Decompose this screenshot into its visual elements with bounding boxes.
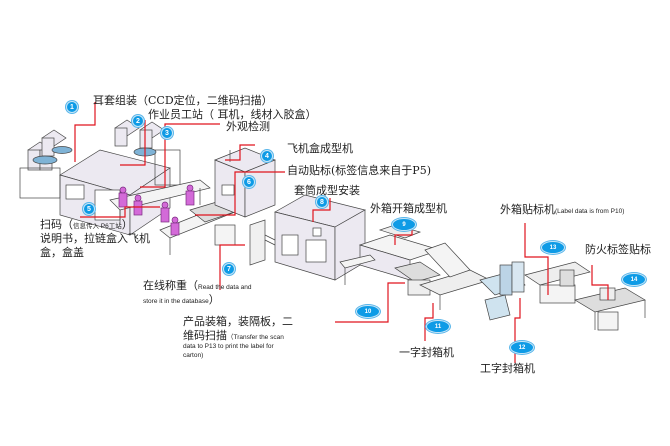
station-14-label: 防火标签贴标 [585,243,651,256]
callout-9 [394,227,413,245]
station-13-label: 外箱贴标机(Label data is from P10) [500,203,625,216]
badge-3: 3 [161,127,173,139]
callout-3 [140,123,220,188]
badge-11: 11 [426,320,450,333]
badge-4: 4 [261,150,273,162]
station-7-label: 在线称重（Read the data and [143,279,252,292]
station-8-label: 套筒成型安装 [294,184,360,197]
badge-12: 12 [510,341,534,354]
station-7-label-line2: store it in the database） [143,293,220,306]
badge-2: 2 [132,115,144,127]
operators [118,184,195,236]
station-12-label: 工字封箱机 [480,362,535,375]
badge-5: 5 [83,203,95,215]
station-4-label: 飞机盒成型机 [287,142,353,155]
station-5-label-line2: 说明书，拉链盒入飞机 [40,232,150,245]
badge-1: 1 [66,101,78,113]
callout-6 [195,171,285,216]
machine-sealer-h [479,261,526,321]
badge-6: 6 [243,176,255,188]
callout-8 [312,198,331,222]
station-10-label-line4: carton) [183,352,204,359]
station-5-label: 扫码（信息传入 P6工站） [40,218,133,231]
badge-14: 14 [622,273,646,286]
badge-9: 9 [392,218,416,231]
callout-5 [80,206,160,218]
callout-lines [74,102,609,363]
station-3-label: 外观检测 [226,120,270,133]
station-1-label: 耳套组装（CCD定位，二维码扫描） [93,94,273,107]
station-10-label: 产品装箱，装隔板，二 [183,315,293,328]
badge-7: 7 [223,263,235,275]
badge-8: 8 [316,196,328,208]
callout-14 [591,265,609,300]
badge-13: 13 [541,241,565,254]
station-5-label-line3: 盒，盒盖 [40,246,84,259]
callout-10 [335,282,405,323]
callout-7 [219,244,245,290]
callout-1 [74,102,96,162]
callout-2 [120,120,146,166]
station-11-label: 一字封箱机 [399,346,454,359]
callout-12 [514,298,521,363]
callout-4 [225,144,255,161]
station-9-label: 外箱开箱成型机 [370,202,447,215]
machine-box-former [214,147,276,218]
station-2-label: 作业员工站（ 耳机，线材入胶盒） [148,108,317,121]
machine-carton-labeler [524,261,591,304]
badge-10: 10 [356,305,380,318]
callout-11 [424,303,434,341]
callout-13 [524,223,549,295]
station-10-label-line3: data to P13 to print the label for [183,343,274,350]
station-6-label: 自动贴标(标签信息来自于P5) [287,164,431,177]
machine-fire-label [574,287,646,331]
station-10-label-line2: 维码扫描（Transfer the scan [183,329,284,342]
